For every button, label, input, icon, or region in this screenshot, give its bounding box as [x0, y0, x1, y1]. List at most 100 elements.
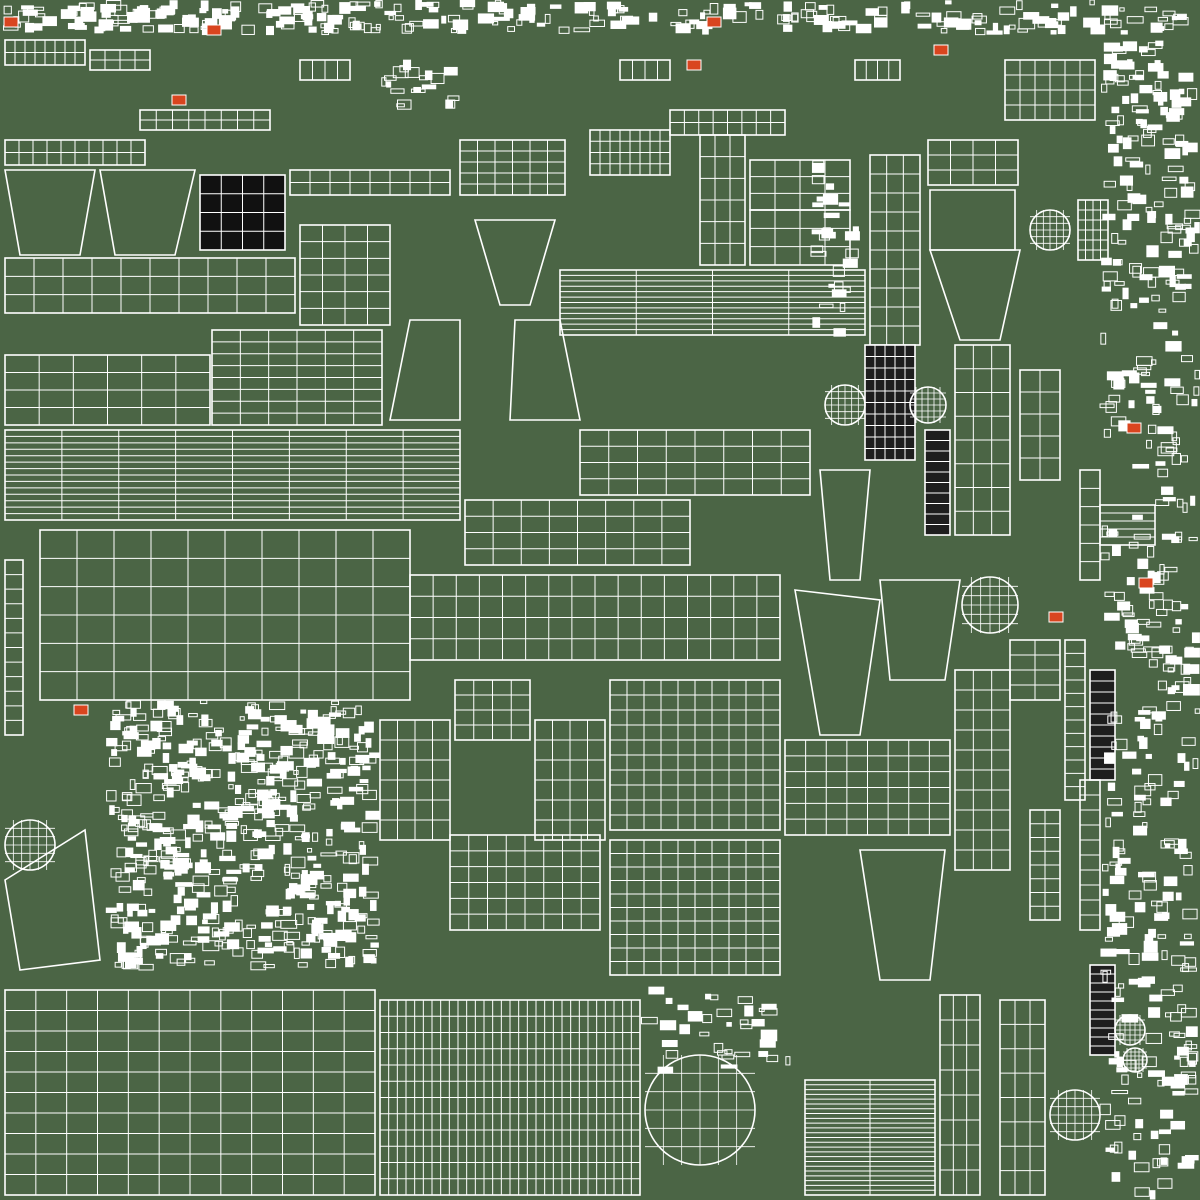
uv-island-small [357, 925, 366, 934]
uv-island [4, 139, 146, 166]
uv-island-small [1167, 687, 1175, 695]
uv-island-small [1125, 157, 1141, 162]
uv-island-small [813, 14, 829, 25]
uv-island-small [130, 957, 143, 965]
uv-island-small [1188, 243, 1199, 254]
uv-island-small [272, 930, 288, 941]
uv-island-small [826, 4, 835, 15]
uv-island-small [1117, 115, 1124, 126]
uv-island-small [1104, 612, 1120, 621]
uv-island-small [1155, 608, 1168, 616]
uv-island-small [293, 947, 300, 959]
uv-island-small [313, 919, 324, 926]
uv-island-small [266, 819, 275, 828]
uv-island-small [191, 767, 207, 780]
uv-island-small [155, 953, 164, 959]
uv-island [1009, 639, 1061, 701]
uv-island-small [917, 23, 932, 29]
uv-island-small [325, 958, 337, 969]
uv-island-small [154, 838, 162, 851]
uv-island-small [1174, 848, 1188, 855]
uv-island-small [1114, 1141, 1123, 1154]
uv-island-small [234, 798, 245, 806]
uv-island-small [173, 24, 185, 34]
uv-island-small [1155, 461, 1166, 466]
uv-island-small [1164, 378, 1181, 387]
uv-island-small [1128, 953, 1140, 965]
uv-island-small [1107, 782, 1116, 791]
uv-island-small [1158, 308, 1167, 313]
uv-island-small [1119, 175, 1134, 186]
uv-island-small [1148, 1070, 1165, 1077]
uv-island [1079, 469, 1101, 581]
uv-island-small [507, 26, 515, 32]
uv-island-small [720, 1064, 738, 1069]
uv-island-small [1165, 279, 1180, 285]
uv-island-small [207, 824, 222, 830]
uv-island-small [1182, 146, 1188, 156]
uv-island-small [159, 836, 176, 845]
uv-island-small [1140, 718, 1151, 729]
uv-island-small [182, 940, 197, 946]
uv-island-small [142, 25, 154, 33]
uv-island-small [1146, 621, 1162, 628]
uv-island-small [1171, 431, 1178, 442]
uv-island-small [1182, 502, 1188, 513]
uv-island-small [855, 23, 872, 34]
uv-island-small [588, 5, 595, 16]
uv-island-small [222, 813, 239, 821]
uv-island-small [1185, 1040, 1192, 1051]
uv-island-small [1135, 1119, 1144, 1129]
uv-island [211, 329, 383, 426]
uv-island-small [956, 23, 970, 30]
uv-island-small [327, 14, 342, 25]
uv-island-small [945, 0, 952, 5]
uv-island-small [1160, 1109, 1174, 1119]
uv-island-small [1176, 14, 1187, 20]
uv-island-small [992, 22, 999, 32]
uv-island-small [227, 771, 236, 782]
uv-island-small [152, 708, 164, 718]
uv-island-small [303, 803, 316, 810]
uv-island-small [184, 953, 192, 961]
uv-island-small [1175, 224, 1191, 231]
uv-island-small [1118, 983, 1125, 989]
uv-island-small [829, 15, 847, 23]
uv-island-small [1122, 41, 1138, 52]
uv-island-small [334, 736, 350, 748]
uv-island-small [341, 906, 350, 913]
uv-island-small [1175, 892, 1182, 901]
uv-island-marker [3, 16, 19, 28]
uv-island-small [1148, 592, 1164, 601]
uv-island-small [678, 9, 688, 17]
uv-island-small [1143, 940, 1158, 953]
uv-island-small [1160, 989, 1175, 996]
uv-island-small [1110, 19, 1122, 29]
uv-island-small [1102, 213, 1116, 221]
uv-island-small [326, 828, 333, 837]
uv-island-small [343, 873, 359, 882]
uv-island [409, 574, 781, 661]
uv-island-small [116, 942, 126, 954]
uv-island-small [1132, 514, 1143, 520]
uv-island-small [260, 716, 270, 722]
uv-island-small [340, 757, 346, 765]
uv-island-small [758, 1051, 769, 1057]
uv-island-small [1003, 25, 1010, 35]
uv-island-small [116, 847, 127, 858]
uv-island-small [1109, 126, 1116, 135]
uv-island-circle [1029, 209, 1071, 251]
uv-island-small [648, 986, 665, 995]
uv-island-small [256, 754, 265, 761]
uv-island-small [1103, 53, 1118, 65]
uv-island-small [477, 13, 495, 24]
uv-island-small [127, 836, 137, 841]
uv-island-small [558, 26, 570, 34]
uv-island-small [1108, 529, 1118, 537]
uv-island-small [1137, 558, 1149, 569]
uv-island-small [119, 25, 132, 32]
uv-island-small [1129, 372, 1140, 384]
uv-island-dark [199, 174, 286, 251]
uv-island-small [1175, 619, 1182, 625]
uv-island-small [1121, 1074, 1129, 1085]
